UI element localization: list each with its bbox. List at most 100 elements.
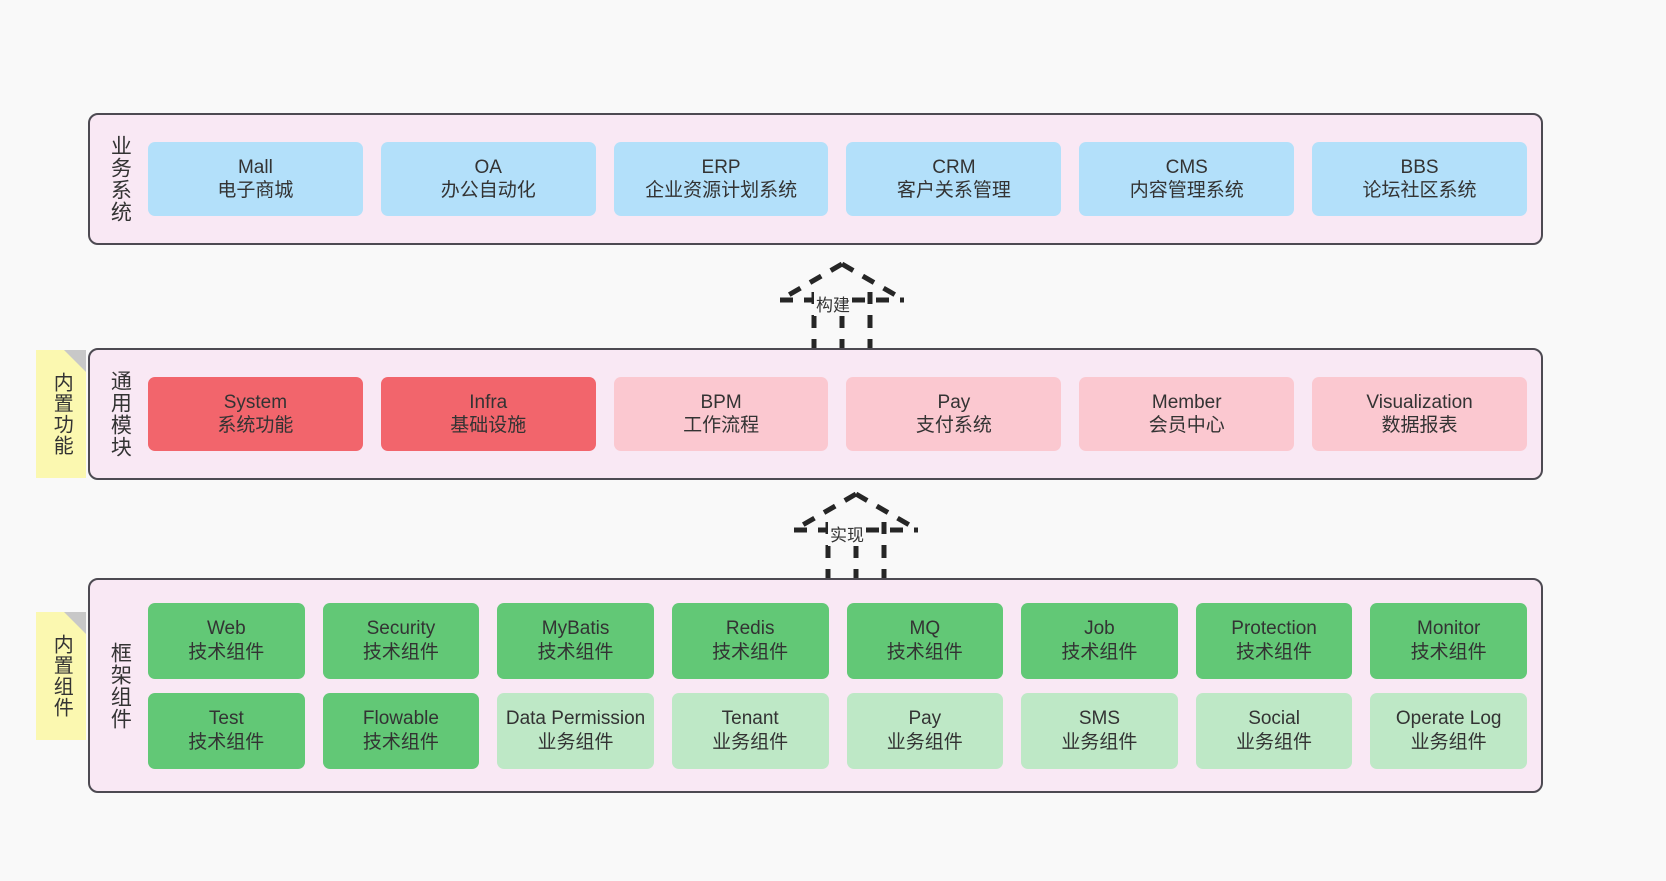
box-web[interactable]: Web 技术组件 bbox=[148, 602, 305, 679]
box-subtitle: 论坛社区系统 bbox=[1362, 180, 1477, 201]
box-title: Test bbox=[208, 708, 244, 730]
box-row: Test 技术组件 Flowable 技术组件 Data Permission … bbox=[148, 692, 1527, 769]
box-subtitle: 企业资源计划系统 bbox=[645, 180, 798, 201]
box-subtitle: 办公自动化 bbox=[440, 180, 536, 201]
box-title: Web bbox=[206, 618, 246, 640]
box-subtitle: 业务组件 bbox=[1236, 731, 1313, 753]
layer-business-systems: 业务系统 Mall 电子商城 OA 办公自动化 ERP 企业资源计划系统 CRM… bbox=[88, 113, 1543, 245]
box-subtitle: 技术组件 bbox=[362, 641, 439, 663]
box-title: Security bbox=[366, 618, 436, 640]
layer-body-framework-components: Web 技术组件 Security 技术组件 MyBatis 技术组件 Redi… bbox=[140, 580, 1541, 791]
box-infra[interactable]: Infra 基础设施 bbox=[380, 377, 596, 451]
box-redis[interactable]: Redis 技术组件 bbox=[671, 602, 829, 679]
connector-build-label: 构建 bbox=[814, 291, 852, 316]
box-social[interactable]: Social 业务组件 bbox=[1195, 692, 1353, 769]
box-subtitle: 业务组件 bbox=[537, 731, 614, 753]
box-crm[interactable]: CRM 客户关系管理 bbox=[846, 142, 1062, 216]
box-subtitle: 内容管理系统 bbox=[1129, 180, 1244, 201]
box-title: Pay bbox=[908, 708, 942, 730]
box-erp[interactable]: ERP 企业资源计划系统 bbox=[613, 142, 829, 216]
box-system[interactable]: System 系统功能 bbox=[148, 377, 363, 451]
box-pay[interactable]: Pay 支付系统 bbox=[846, 377, 1062, 451]
box-subtitle: 基础设施 bbox=[450, 415, 527, 436]
box-title: Operate Log bbox=[1395, 708, 1502, 730]
connector-realize-label: 实现 bbox=[828, 521, 866, 546]
box-subtitle: 支付系统 bbox=[915, 415, 992, 436]
box-subtitle: 数据报表 bbox=[1381, 415, 1458, 436]
box-protection[interactable]: Protection 技术组件 bbox=[1195, 602, 1353, 679]
box-title: Member bbox=[1151, 391, 1222, 413]
box-subtitle: 会员中心 bbox=[1148, 415, 1225, 436]
box-title: Visualization bbox=[1366, 391, 1473, 413]
note-fold-icon bbox=[64, 612, 86, 634]
box-title: Monitor bbox=[1417, 618, 1481, 640]
box-pay-component[interactable]: Pay 业务组件 bbox=[846, 692, 1004, 769]
box-row: Web 技术组件 Security 技术组件 MyBatis 技术组件 Redi… bbox=[148, 602, 1527, 679]
box-title: BPM bbox=[700, 391, 742, 413]
box-subtitle: 业务组件 bbox=[712, 731, 789, 753]
box-title: Mall bbox=[237, 156, 273, 178]
layer-title-business-systems: 业务系统 bbox=[108, 135, 132, 223]
box-bbs[interactable]: BBS 论坛社区系统 bbox=[1312, 142, 1527, 216]
box-mall[interactable]: Mall 电子商城 bbox=[148, 142, 363, 216]
box-title: Job bbox=[1084, 618, 1115, 640]
box-security[interactable]: Security 技术组件 bbox=[322, 602, 480, 679]
box-mybatis[interactable]: MyBatis 技术组件 bbox=[497, 602, 654, 679]
box-mq[interactable]: MQ 技术组件 bbox=[846, 602, 1004, 679]
box-subtitle: 技术组件 bbox=[362, 731, 439, 753]
box-subtitle: 技术组件 bbox=[188, 731, 265, 753]
box-title: ERP bbox=[701, 156, 741, 178]
layer-body-business-systems: Mall 电子商城 OA 办公自动化 ERP 企业资源计划系统 CRM 客户关系… bbox=[140, 115, 1541, 243]
box-subtitle: 技术组件 bbox=[1061, 641, 1138, 663]
box-operate-log[interactable]: Operate Log 业务组件 bbox=[1370, 692, 1527, 769]
box-data-permission[interactable]: Data Permission 业务组件 bbox=[497, 692, 654, 769]
box-subtitle: 业务组件 bbox=[886, 731, 963, 753]
note-builtin-features: 内置功能 bbox=[36, 350, 86, 478]
box-title: OA bbox=[474, 156, 502, 178]
box-sms[interactable]: SMS 业务组件 bbox=[1021, 692, 1178, 769]
box-row: System 系统功能 Infra 基础设施 BPM 工作流程 Pay 支付系统… bbox=[148, 377, 1527, 451]
box-oa[interactable]: OA 办公自动化 bbox=[380, 142, 596, 216]
box-flowable[interactable]: Flowable 技术组件 bbox=[322, 692, 480, 769]
box-title: SMS bbox=[1078, 708, 1121, 730]
box-subtitle: 系统功能 bbox=[217, 415, 294, 436]
box-subtitle: 技术组件 bbox=[537, 641, 614, 663]
layer-framework-components: 框架组件 Web 技术组件 Security 技术组件 MyBatis 技术组件… bbox=[88, 578, 1543, 793]
box-title: System bbox=[223, 391, 288, 413]
box-subtitle: 技术组件 bbox=[188, 641, 265, 663]
note-text: 内置组件 bbox=[50, 634, 73, 718]
layer-title-framework-components: 框架组件 bbox=[108, 641, 132, 730]
note-builtin-components: 内置组件 bbox=[36, 612, 86, 740]
box-row: Mall 电子商城 OA 办公自动化 ERP 企业资源计划系统 CRM 客户关系… bbox=[148, 142, 1527, 216]
box-subtitle: 技术组件 bbox=[712, 641, 789, 663]
box-subtitle: 电子商城 bbox=[217, 180, 294, 201]
box-title: Tenant bbox=[721, 708, 779, 730]
box-monitor[interactable]: Monitor 技术组件 bbox=[1370, 602, 1527, 679]
box-tenant[interactable]: Tenant 业务组件 bbox=[671, 692, 829, 769]
box-subtitle: 业务组件 bbox=[1061, 731, 1138, 753]
box-title: Redis bbox=[725, 618, 775, 640]
box-test[interactable]: Test 技术组件 bbox=[148, 692, 305, 769]
box-title: MyBatis bbox=[541, 618, 610, 640]
box-member[interactable]: Member 会员中心 bbox=[1079, 377, 1295, 451]
box-bpm[interactable]: BPM 工作流程 bbox=[613, 377, 829, 451]
note-text: 内置功能 bbox=[50, 372, 73, 456]
box-title: Data Permission bbox=[505, 708, 646, 730]
connector-realize-arrow: 实现 bbox=[766, 482, 946, 582]
connector-build-arrow: 构建 bbox=[752, 252, 932, 352]
box-title: CRM bbox=[932, 156, 976, 178]
layer-common-modules: 通用模块 System 系统功能 Infra 基础设施 BPM 工作流程 Pay… bbox=[88, 348, 1543, 480]
box-visualization[interactable]: Visualization 数据报表 bbox=[1312, 377, 1527, 451]
box-subtitle: 客户关系管理 bbox=[896, 180, 1011, 201]
note-fold-icon bbox=[64, 350, 86, 372]
box-title: Pay bbox=[937, 391, 971, 413]
box-job[interactable]: Job 技术组件 bbox=[1021, 602, 1178, 679]
box-title: Protection bbox=[1231, 618, 1317, 640]
layer-body-common-modules: System 系统功能 Infra 基础设施 BPM 工作流程 Pay 支付系统… bbox=[140, 350, 1541, 478]
box-title: BBS bbox=[1400, 156, 1439, 178]
box-cms[interactable]: CMS 内容管理系统 bbox=[1079, 142, 1295, 216]
layer-title-common-modules: 通用模块 bbox=[108, 370, 132, 458]
box-subtitle: 技术组件 bbox=[1236, 641, 1313, 663]
box-title: MQ bbox=[909, 618, 941, 640]
